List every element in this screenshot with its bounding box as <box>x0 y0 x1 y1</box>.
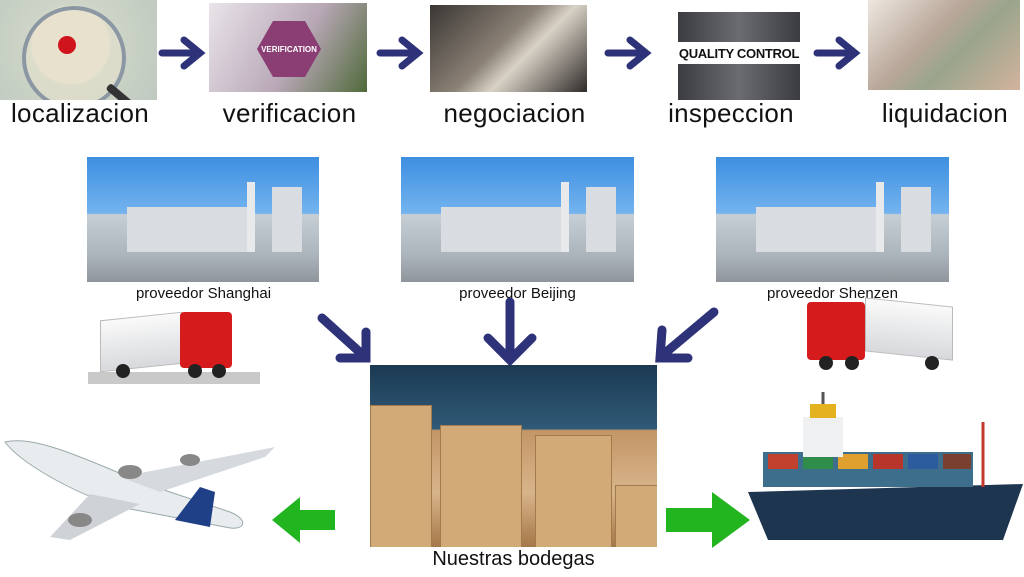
negociacion-image <box>430 5 587 92</box>
arrow-right-icon <box>604 36 652 70</box>
step-label-negociacion: negociacion <box>443 98 586 128</box>
step-label-localizacion: localizacion <box>10 98 149 128</box>
step-label-inspeccion: inspeccion <box>668 98 794 128</box>
arrow-left-green-icon <box>272 497 335 543</box>
verificacion-image: VERIFICATION <box>209 3 367 92</box>
factory-image-shanghai <box>87 157 319 282</box>
liquidacion-image <box>868 0 1020 90</box>
factory-image-beijing <box>401 157 634 282</box>
supplier-label-shanghai: proveedor Shanghai <box>135 285 272 302</box>
truck-icon <box>805 297 955 378</box>
factory-image-shenzen <box>716 157 949 282</box>
arrow-right-icon <box>813 36 861 70</box>
arrow-down-icon <box>483 297 537 367</box>
airplane-icon <box>4 440 275 540</box>
truck-icon <box>88 308 260 388</box>
arrow-right-icon <box>376 36 424 70</box>
warehouse-label: Nuestras bodegas <box>432 548 595 570</box>
step-label-verificacion: verificacion <box>222 98 357 128</box>
map-pin-icon <box>58 36 76 54</box>
step-label-liquidacion: liquidacion <box>881 98 1009 128</box>
localizacion-image <box>0 0 157 100</box>
warehouse-image <box>370 365 657 547</box>
supplier-label-beijing: proveedor Beijing <box>459 285 576 302</box>
cargo-ship-icon <box>748 392 1023 540</box>
arrow-down-right-icon <box>317 313 371 363</box>
inspeccion-image: QUALITY CONTROL <box>678 12 800 100</box>
arrow-right-icon <box>158 36 206 70</box>
arrow-down-left-icon <box>655 307 719 363</box>
quality-control-banner: QUALITY CONTROL <box>678 42 800 64</box>
arrow-right-green-icon <box>666 492 750 548</box>
